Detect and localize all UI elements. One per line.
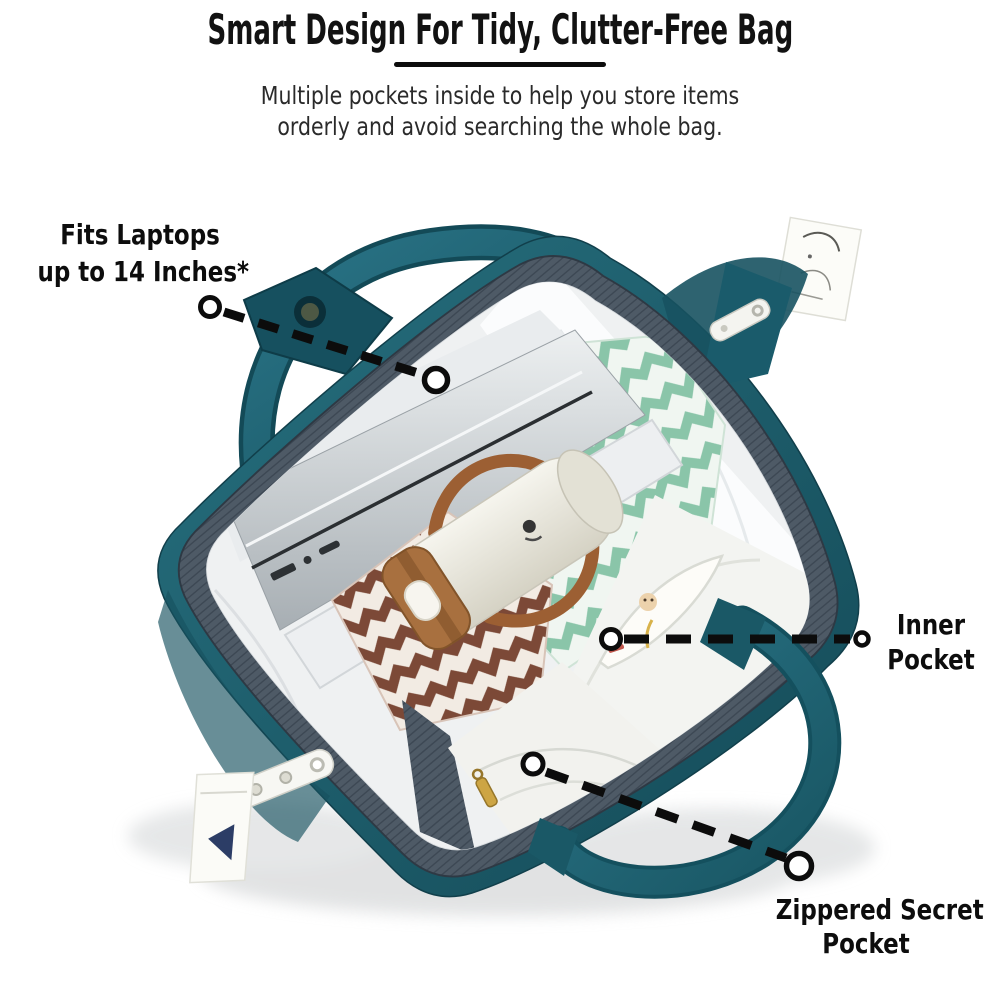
secret-pocket-zipper-pull [471,768,498,808]
label-secret-pocket: Zippered Secret Pocket [756,893,984,961]
laptop [224,329,646,631]
thermos-bottle [381,449,624,651]
laptop-ports [270,540,340,581]
pouch-bear-face [639,593,657,611]
title-divider [394,62,606,67]
bottom-mesh [402,700,476,850]
label-fits-laptops: Fits Laptops up to 14 Inches* [15,216,265,290]
label-inner-pocket-line-2: Pocket [887,643,975,676]
callout-secret-pocket [520,751,815,882]
fabric-tag [189,771,255,884]
bottle-logo [522,519,543,542]
top-zipper-pull [709,298,771,342]
page-title: Smart Design For Tidy, Clutter-Free Bag [0,6,1000,54]
bottle-spout [403,580,442,621]
callout-inner-pocket [599,627,871,651]
callout-ring [198,295,222,319]
label-inner-pocket-line-1: Inner [896,608,966,641]
bottom-handle [528,598,842,899]
page-subtitle: Multiple pockets inside to help you stor… [0,80,1000,142]
label-fits-laptops-line-2: up to 14 Inches* [37,255,250,288]
label-secret-pocket-line-1: Zippered Secret [775,893,984,926]
callout-ring [783,850,815,882]
label-inner-pocket: Inner Pocket [856,607,1000,677]
callout-ring [599,627,623,651]
snap-strap [242,266,394,376]
page-title-text: Smart Design For Tidy, Clutter-Free Bag [207,5,793,54]
callout-ring [853,630,871,648]
callout-laptop [198,295,451,395]
callout-ring [421,365,451,395]
subtitle-line-1: Multiple pockets inside to help you stor… [260,81,740,110]
label-fits-laptops-line-1: Fits Laptops [60,218,220,251]
subtitle-line-2: orderly and avoid searching the whole ba… [277,112,723,141]
callout-ring [520,751,546,777]
label-secret-pocket-line-2: Pocket [822,927,910,960]
